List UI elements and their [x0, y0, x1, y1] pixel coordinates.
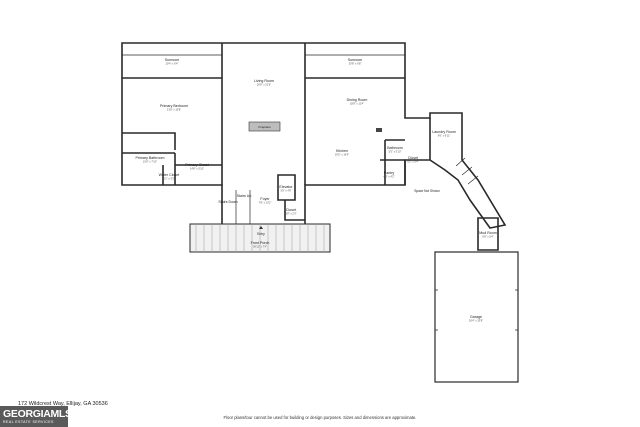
- room-dims-pantry: 4'8" x 4'2": [383, 175, 394, 179]
- room-label-sunroom-left: Sunroom: [165, 58, 180, 62]
- room-label-sunroom-right: Sunroom: [348, 58, 363, 62]
- room-label-stairs-up: Stairs Up: [237, 194, 252, 198]
- room-label-mud-room: Mud Room: [479, 231, 497, 235]
- garage-outline: [434, 251, 519, 383]
- room-label-garage: Garage: [470, 315, 482, 319]
- appliance-icon: [376, 128, 382, 132]
- room-dims-sunroom-right: 30'8" x 6'8": [349, 62, 362, 66]
- room-dims-closet-foyer: 3'8" x 2'3": [285, 212, 296, 216]
- room-dims-kitchen: 20'5" x 16'9": [335, 153, 349, 157]
- house-walls: [121, 42, 507, 251]
- room-dims-primary-closet: 14'8" x 5'10": [190, 167, 204, 171]
- room-label-kitchen: Kitchen: [336, 149, 348, 153]
- room-dims-mud-room: 6'8" x 5'4": [482, 235, 493, 239]
- property-address: 172 Wildcrest Way, Ellijay, GA 30536: [18, 401, 108, 407]
- room-dims-dining-room: 18'8" x 11'4": [350, 102, 364, 106]
- room-dims-sunroom-left: 19'4" x 6'4": [166, 62, 179, 66]
- room-dims-front-porch: 39'11" x 7'4": [253, 245, 267, 249]
- logo-main-text: GEORGIAMLS: [3, 408, 72, 420]
- georgiamls-logo: GEORGIAMLS REAL ESTATE SERVICES: [0, 406, 72, 427]
- room-label-primary-bedroom: Primary Bedroom: [160, 104, 188, 108]
- room-label-front-porch: Front Porch: [251, 241, 270, 245]
- room-dims-bathroom: 5'5" x 5'10": [389, 150, 402, 154]
- fireplace-label: Fireplace: [258, 125, 271, 129]
- room-label-bathroom: Bathroom: [387, 146, 403, 150]
- room-label-primary-closet: Primary Closet: [185, 163, 209, 167]
- room-label-primary-bathroom: Primary Bathroom: [136, 156, 165, 160]
- room-dims-laundry-room: 9'6" x 6'11": [438, 134, 451, 138]
- room-label-stairs-down: Stairs Down: [218, 200, 237, 204]
- fireplace-icon: [248, 121, 281, 132]
- room-label-living-room: Living Room: [254, 79, 274, 83]
- room-label-foyer: Foyer: [260, 197, 270, 201]
- entry-arrow-icon: [259, 226, 263, 229]
- room-label-water-closet: Water Closet: [159, 173, 180, 177]
- floor-plan-disclaimer: Floor plans/tour cannot be used for buil…: [223, 415, 417, 420]
- room-label-closet-foyer: Closet: [286, 208, 296, 212]
- room-label-pantry: Pantry: [384, 171, 395, 175]
- room-label-dining-room: Dining Room: [347, 98, 368, 102]
- room-label-closet-east: Closet: [408, 156, 418, 160]
- room-dims-garage: 26'4" x 33'8": [469, 319, 483, 323]
- room-dims-primary-bedroom: 21'8" x 15'8": [167, 108, 181, 112]
- room-dims-water-closet: 5'1" x 3'3": [163, 177, 174, 181]
- room-label-elevator: Elevator: [279, 185, 293, 189]
- room-label-laundry-room: Laundry Room: [432, 130, 456, 134]
- room-dims-primary-bathroom: 10'9" x 7'10": [143, 160, 157, 164]
- porch-hatching: [195, 224, 325, 252]
- room-dims-closet-east: 6'2" x 5'4": [407, 160, 418, 164]
- logo-sub-text: REAL ESTATE SERVICES: [3, 420, 54, 424]
- entry-label: Entry: [257, 232, 265, 236]
- room-dims-foyer: 7'8" x 10'2": [259, 201, 272, 205]
- space-not-shown-label: Space Not Shown: [414, 189, 440, 193]
- room-dims-living-room: 20'9" x 21'9": [257, 83, 271, 87]
- room-dims-elevator: 3'9" x 4'9": [280, 189, 291, 193]
